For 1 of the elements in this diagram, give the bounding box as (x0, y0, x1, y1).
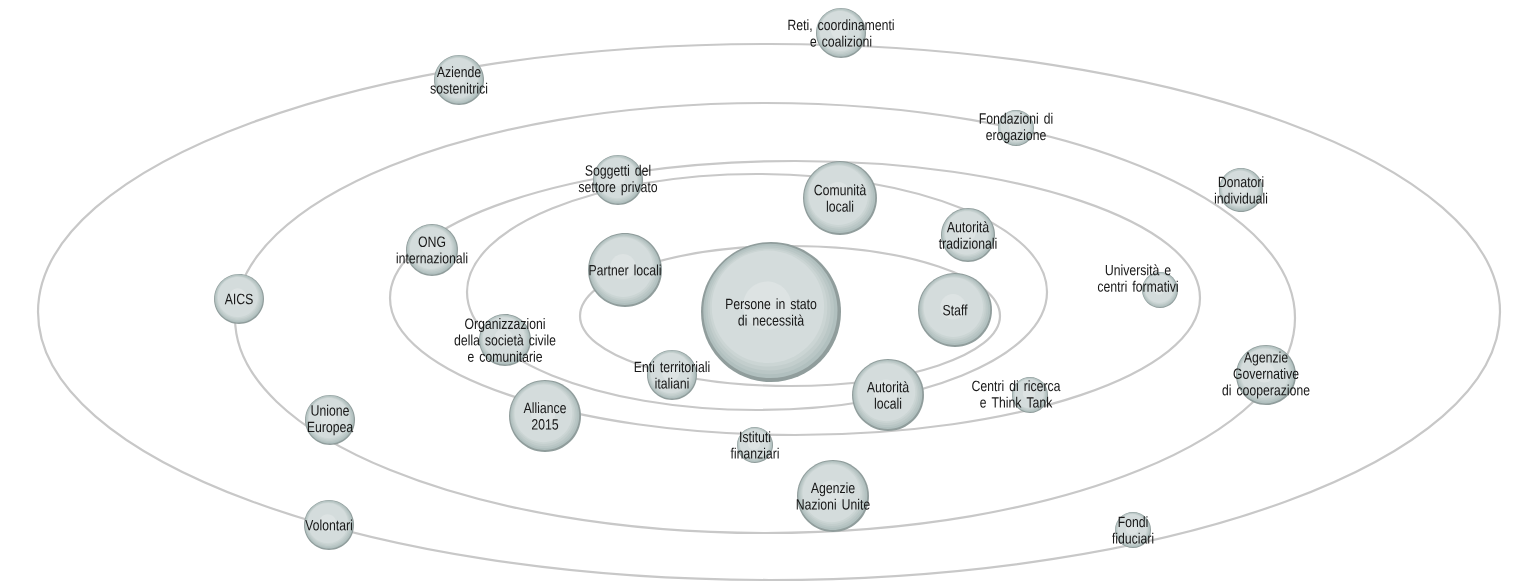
node-label: Università e (1105, 264, 1171, 276)
